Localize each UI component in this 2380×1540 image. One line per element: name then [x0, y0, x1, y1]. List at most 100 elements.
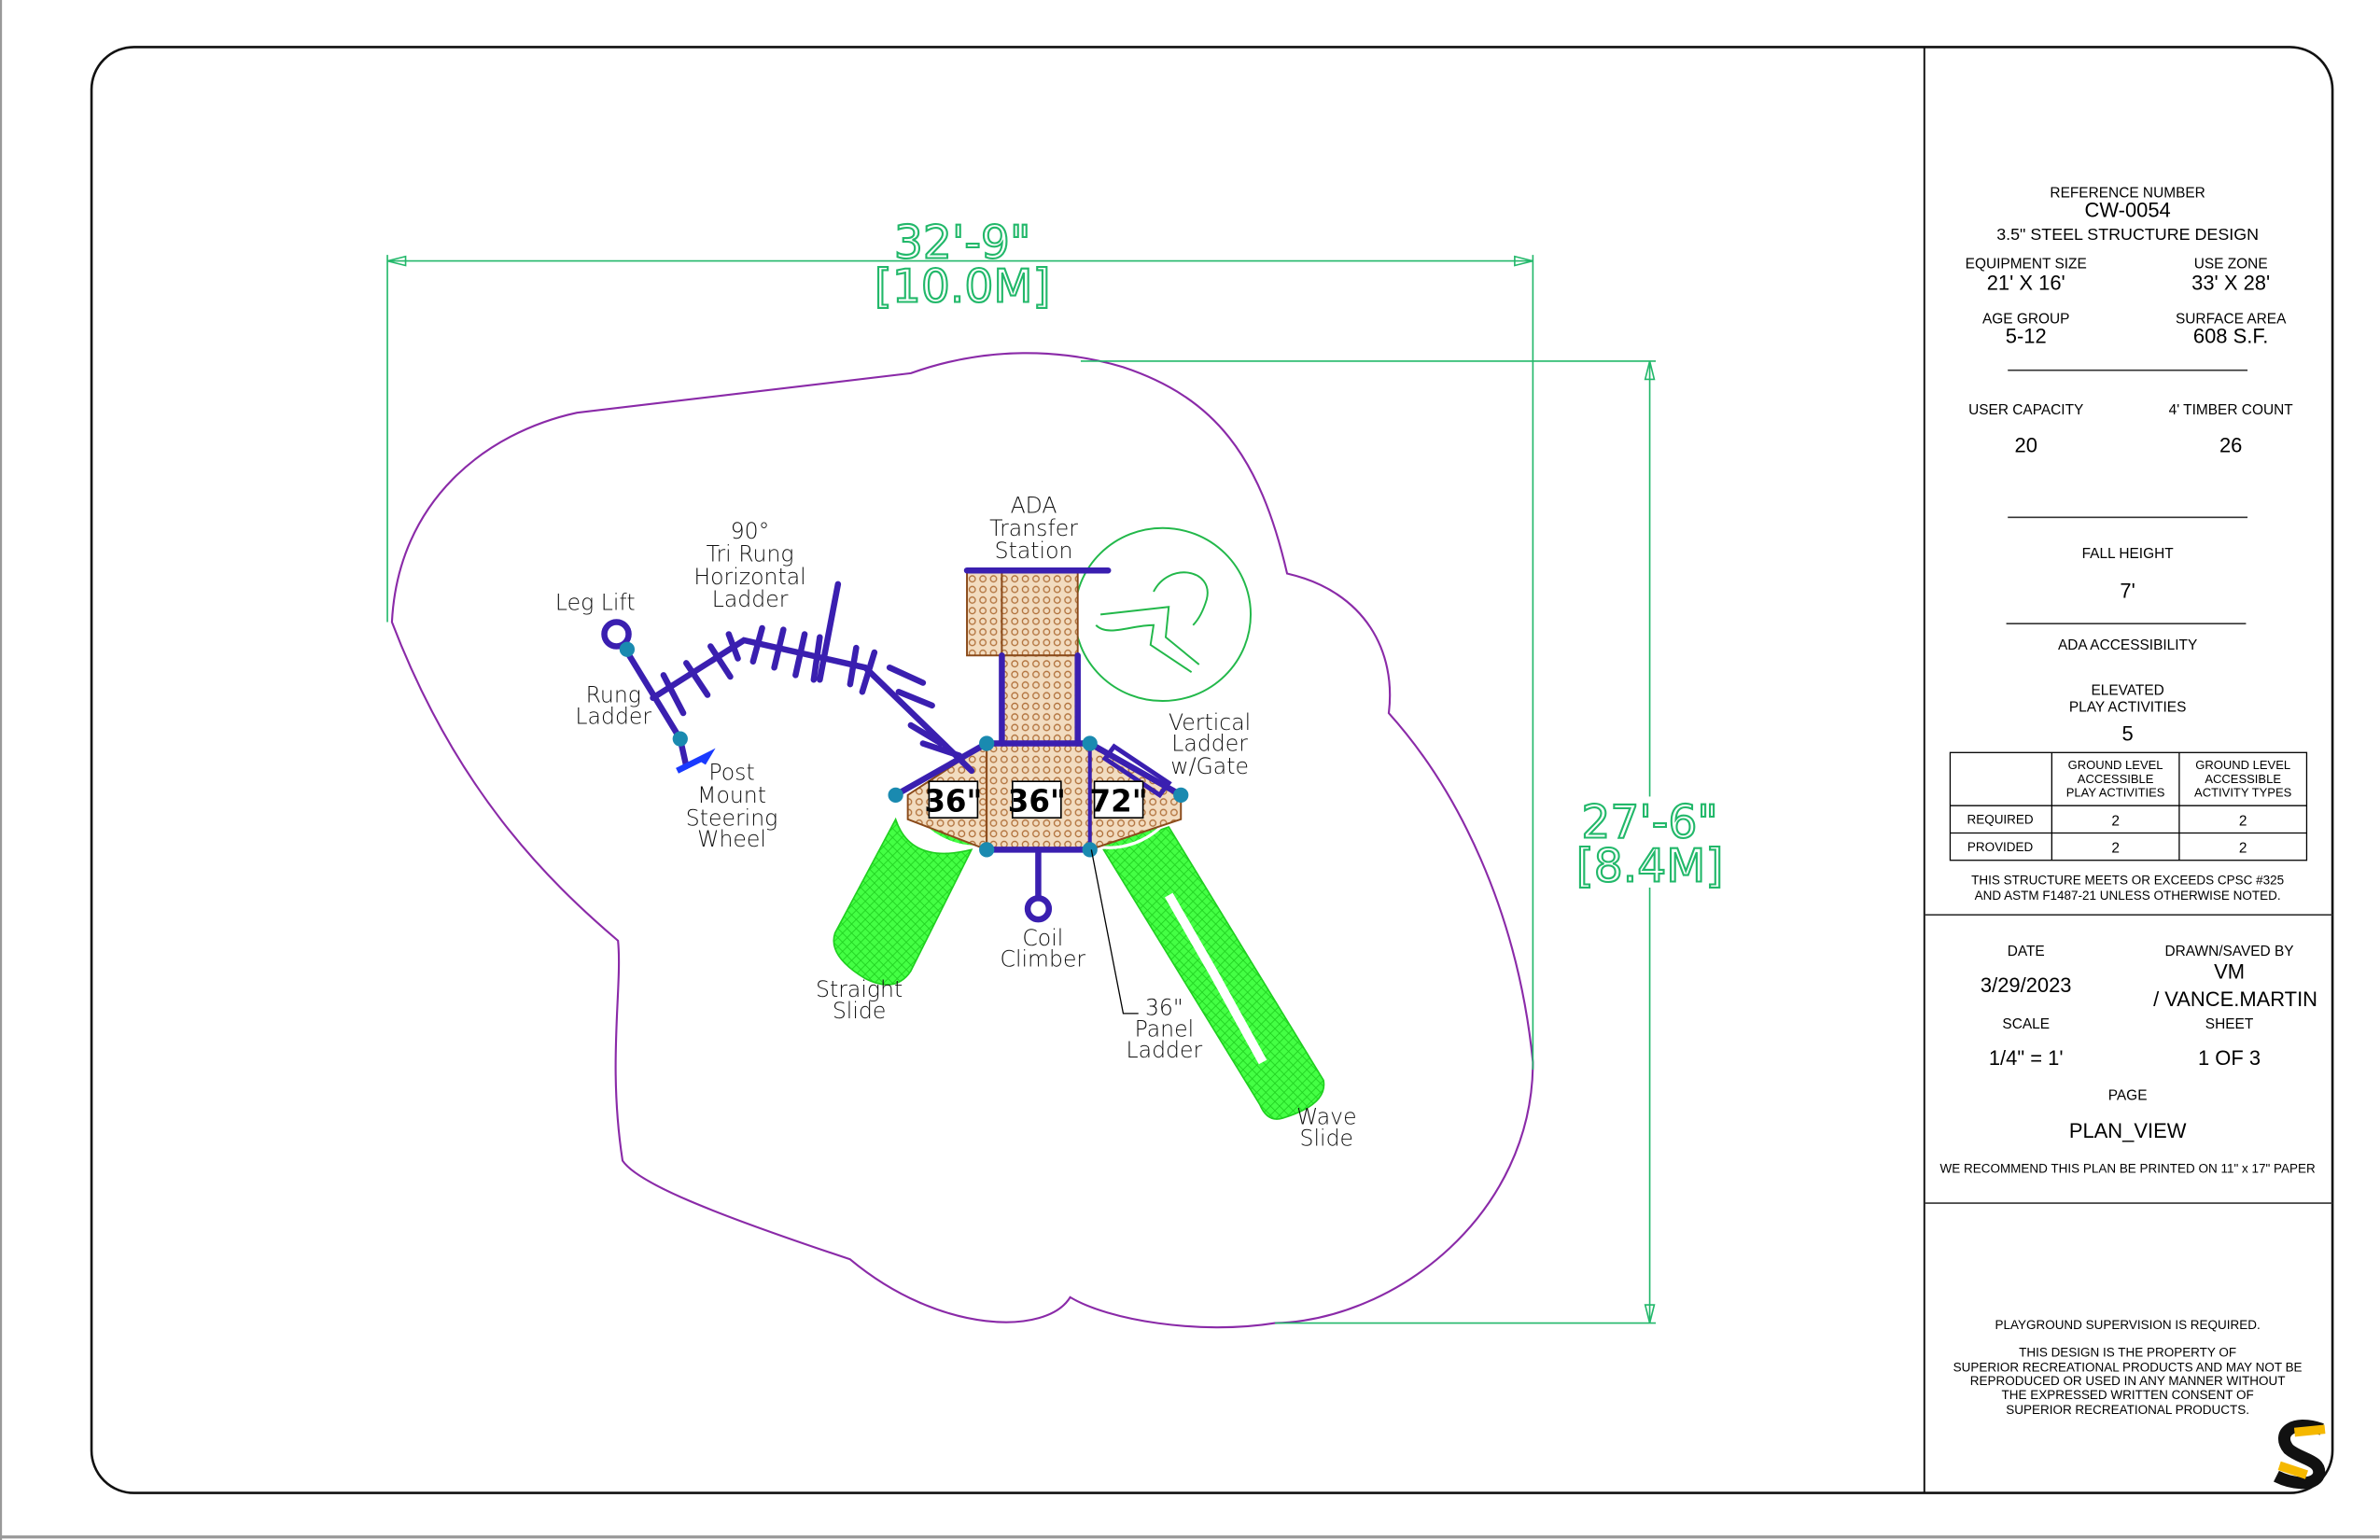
label-steering-wheel: Post Mount Steering Wheel [686, 760, 778, 853]
svg-text:WE RECOMMEND THIS PLAN BE PRIN: WE RECOMMEND THIS PLAN BE PRINTED ON 11"… [1940, 1162, 2316, 1176]
label-rung-ladder: Rung Ladder [575, 682, 651, 730]
steel-frame [601, 567, 1184, 923]
svg-text:Ladder: Ladder [712, 586, 789, 612]
svg-text:Station: Station [995, 538, 1073, 564]
post-connectors [619, 641, 1189, 858]
svg-text:Steering: Steering [686, 805, 778, 831]
svg-text:2: 2 [2239, 841, 2247, 857]
svg-text:3.5" STEEL STRUCTURE DESIGN: 3.5" STEEL STRUCTURE DESIGN [1996, 225, 2259, 244]
svg-text:5-12: 5-12 [2006, 324, 2047, 347]
svg-text:2: 2 [2111, 813, 2120, 829]
svg-text:Ladder: Ladder [1127, 1037, 1203, 1063]
label-straight-slide: Straight Slide [816, 976, 903, 1024]
svg-text:Post: Post [708, 760, 754, 786]
svg-text:ACTIVITY TYPES: ACTIVITY TYPES [2194, 785, 2292, 799]
svg-text:72": 72" [1090, 784, 1148, 819]
width-dimension [386, 255, 1534, 1071]
svg-text:Straight: Straight [816, 976, 903, 1002]
svg-text:REPRODUCED OR USED IN ANY MANN: REPRODUCED OR USED IN ANY MANNER WITHOUT [1970, 1374, 2286, 1388]
svg-text:36": 36" [1008, 784, 1066, 819]
drawing-border [90, 46, 2334, 1494]
svg-text:5: 5 [2122, 721, 2134, 745]
panel-ladder-leader [1090, 849, 1139, 1015]
svg-text:1 OF 3: 1 OF 3 [2198, 1046, 2261, 1070]
svg-text:Panel: Panel [1135, 1015, 1195, 1042]
svg-text:ACCESSIBLE: ACCESSIBLE [2205, 772, 2281, 786]
ada-table-text: GROUND LEVEL ACCESSIBLE PLAY ACTIVITIES … [1967, 758, 2291, 903]
svg-text:90°: 90° [731, 518, 770, 544]
svg-text:Ladder: Ladder [1171, 731, 1248, 757]
svg-text:THE EXPRESSED WRITTEN CONSENT: THE EXPRESSED WRITTEN CONSENT OF [2002, 1388, 2254, 1402]
svg-text:Mount: Mount [697, 782, 766, 808]
svg-text:Rung: Rung [586, 682, 641, 708]
svg-text:PLAYGROUND SUPERVISION IS REQU: PLAYGROUND SUPERVISION IS REQUIRED. [1995, 1318, 2261, 1332]
svg-text:Coil: Coil [1022, 925, 1063, 951]
label-leg-lift: Leg Lift [555, 589, 636, 615]
label-coil-climber: Coil Climber [1000, 925, 1085, 973]
title-block: REFERENCE NUMBER CW-0054 3.5" STEEL STRU… [1966, 185, 2294, 745]
svg-text:33' X 28': 33' X 28' [2191, 271, 2270, 294]
svg-text:2: 2 [2111, 841, 2120, 857]
svg-text:REQUIRED: REQUIRED [1967, 813, 2033, 827]
svg-text:USE ZONE: USE ZONE [2194, 257, 2268, 273]
depth-dimension [1080, 360, 1657, 1324]
svg-text:SURFACE AREA: SURFACE AREA [2176, 311, 2287, 327]
svg-text:REFERENCE NUMBER: REFERENCE NUMBER [2050, 185, 2205, 201]
svg-text:Wheel: Wheel [697, 826, 766, 852]
svg-text:FALL HEIGHT: FALL HEIGHT [2082, 546, 2175, 562]
svg-text:SHEET: SHEET [2205, 1016, 2254, 1032]
svg-text:DRAWN/SAVED BY: DRAWN/SAVED BY [2164, 944, 2293, 959]
svg-text:DATE: DATE [2008, 944, 2045, 959]
steering-wheel-icon [676, 748, 716, 774]
svg-text:THIS STRUCTURE MEETS OR EXCEED: THIS STRUCTURE MEETS OR EXCEEDS CPSC #32… [1971, 874, 2284, 888]
label-vertical-ladder: Vertical Ladder w/Gate [1169, 709, 1251, 779]
svg-text:SCALE: SCALE [2002, 1016, 2050, 1032]
svg-text:1/4" = 1': 1/4" = 1' [1989, 1046, 2064, 1070]
svg-text:w/Gate: w/Gate [1170, 753, 1249, 779]
svg-text:PLAY ACTIVITIES: PLAY ACTIVITIES [2069, 699, 2187, 715]
width-ft: 32'-9" [894, 217, 1030, 269]
svg-text:AND ASTM F1487-21 UNLESS OTHER: AND ASTM F1487-21 UNLESS OTHERWISE NOTED… [1975, 889, 2281, 903]
svg-text:Ladder: Ladder [575, 703, 651, 729]
label-ada-transfer: ADA Transfer Station [989, 492, 1078, 564]
ada-table [1949, 751, 2308, 861]
company-logo [2274, 1420, 2326, 1490]
svg-text:Transfer: Transfer [989, 515, 1078, 541]
svg-text:GROUND LEVEL: GROUND LEVEL [2068, 758, 2163, 772]
svg-text:SUPERIOR RECREATIONAL PRODUCTS: SUPERIOR RECREATIONAL PRODUCTS. [2006, 1403, 2249, 1417]
svg-text:Slide: Slide [1300, 1125, 1354, 1151]
svg-text:ADA: ADA [1011, 492, 1057, 518]
svg-text:2: 2 [2239, 813, 2247, 829]
svg-text:7': 7' [2120, 579, 2135, 602]
svg-text:Climber: Climber [1000, 946, 1085, 973]
svg-text:ADA ACCESSIBILITY: ADA ACCESSIBILITY [2058, 637, 2197, 653]
label-panel-ladder: 36" Panel Ladder [1127, 995, 1203, 1064]
svg-text:AGE GROUP: AGE GROUP [1982, 311, 2070, 327]
svg-text:ELEVATED: ELEVATED [2091, 683, 2163, 699]
width-m: [10.0M] [875, 260, 1051, 313]
svg-text:26: 26 [2219, 433, 2242, 456]
svg-text:3/29/2023: 3/29/2023 [1981, 973, 2072, 997]
ada-wheelchair-icon [1073, 526, 1253, 703]
svg-text:Slide: Slide [833, 998, 887, 1024]
svg-text:PAGE: PAGE [2108, 1088, 2148, 1104]
svg-text:PROVIDED: PROVIDED [1967, 840, 2034, 854]
drawing-info: DATE 3/29/2023 DRAWN/SAVED BY VM / VANCE… [1940, 944, 2317, 1417]
label-wave-slide: Wave Slide [1296, 1104, 1357, 1152]
svg-text:CW-0054: CW-0054 [2084, 198, 2170, 221]
svg-text:Wave: Wave [1296, 1104, 1357, 1130]
svg-text:36": 36" [924, 784, 982, 819]
svg-text:608 S.F.: 608 S.F. [2193, 324, 2269, 347]
svg-text:USER CAPACITY: USER CAPACITY [1968, 402, 2083, 418]
depth-m: [8.4M] [1576, 840, 1724, 892]
svg-text:Horizontal: Horizontal [693, 564, 805, 590]
svg-text:36": 36" [1145, 995, 1183, 1021]
svg-text:EQUIPMENT SIZE: EQUIPMENT SIZE [1966, 257, 2087, 273]
svg-text:20: 20 [2015, 433, 2037, 456]
svg-text:VM: VM [2214, 960, 2245, 984]
svg-text:GROUND LEVEL: GROUND LEVEL [2195, 758, 2290, 772]
svg-text:THIS DESIGN IS THE PROPERTY OF: THIS DESIGN IS THE PROPERTY OF [2019, 1345, 2236, 1359]
svg-text:ACCESSIBLE: ACCESSIBLE [2078, 772, 2154, 786]
svg-text:PLAY ACTIVITIES: PLAY ACTIVITIES [2066, 785, 2165, 799]
